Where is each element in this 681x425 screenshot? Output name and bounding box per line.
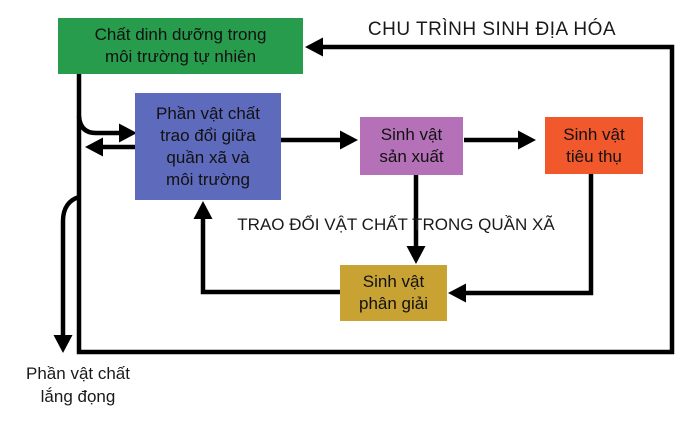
producer-to-consumer-arrowhead (518, 130, 536, 150)
box-producers-label: Sinh vật sản xuất (379, 125, 444, 166)
decomposer-to-exchange-line (200, 213, 340, 295)
cycle-loop-arrowhead (305, 37, 323, 57)
box-decomposers-label: Sinh vật phân giải (358, 272, 428, 313)
exchange-to-producer-arrowhead (340, 130, 358, 150)
box-matter-exchange: Phần vật chất trao đổi giữa quần xã và m… (135, 93, 281, 200)
environment-to-exchange-arrowhead (119, 123, 137, 143)
box-nutrients-environment: Chất dinh dưỡng trong môi trường tự nhiê… (58, 18, 303, 74)
box-decomposers: Sinh vật phân giải (340, 265, 447, 321)
diagram-title: CHU TRÌNH SINH ĐỊA HÓA (367, 19, 617, 40)
sediment-arrowhead (53, 335, 73, 353)
box-producers: Sinh vật sản xuất (360, 117, 463, 175)
community-exchange-caption: TRAO ĐỔI VẬT CHẤT TRONG QUẦN XÃ (237, 215, 555, 234)
exchange-to-environment-arrowhead (85, 137, 103, 157)
box-nutrients-label: Chất dinh dưỡng trong môi trường tự nhiê… (94, 25, 267, 66)
decomposer-to-exchange-arrowhead (193, 201, 213, 219)
environment-to-exchange-line (76, 115, 125, 136)
sediment-line (60, 194, 80, 338)
consumer-to-decomposer-line (460, 174, 594, 296)
producer-to-decomposer-arrowhead (406, 246, 426, 264)
box-matter-exchange-label: Phần vật chất trao đổi giữa quần xã và m… (156, 103, 260, 189)
consumer-to-decomposer-arrowhead (448, 283, 466, 303)
box-consumers: Sinh vật tiêu thụ (545, 117, 643, 174)
cycle-loop-line (76, 44, 675, 355)
sediment-caption: Phần vật chất lắng đọng (26, 364, 130, 406)
box-consumers-label: Sinh vật tiêu thụ (563, 124, 625, 166)
